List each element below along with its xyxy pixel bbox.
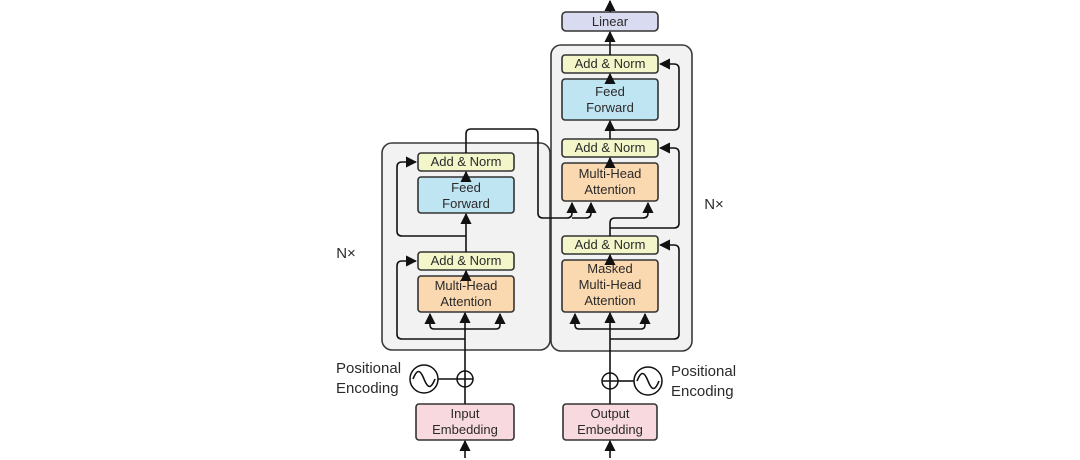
encoder-residual-2 <box>396 156 466 237</box>
input-embedding-label-2: Embedding <box>432 422 498 437</box>
connections <box>396 0 680 458</box>
linear-label: Linear <box>592 14 629 29</box>
decoder-masked-input-right <box>610 312 651 330</box>
encoder-feed-forward-label-2: Forward <box>442 196 490 211</box>
output-embedding-label-2: Embedding <box>577 422 643 437</box>
encoder-repeat-label: N× <box>336 245 356 262</box>
decoder-repeat-label: N× <box>704 196 724 213</box>
decoder-feed-forward-label-1: Feed <box>595 84 625 99</box>
encoder-attention-label-2: Attention <box>440 294 491 309</box>
output-embedding-label-1: Output <box>590 406 629 421</box>
decoder-masked-input-left <box>569 312 610 330</box>
decoder-add-norm-bottom-label: Add & Norm <box>575 237 646 252</box>
encoder-attention-input-right <box>465 312 506 330</box>
decoder-residual-1 <box>610 239 680 340</box>
encoder-positional-label-2: Encoding <box>336 380 399 397</box>
decoder-cross-attention-label-1: Multi-Head <box>579 166 642 181</box>
encoder-add-norm-bottom-label: Add & Norm <box>431 253 502 268</box>
encoder-attention-input-left <box>424 312 465 330</box>
encoder-sine-wave-curve <box>412 370 436 388</box>
encoder-positional-label-1: Positional <box>336 360 401 377</box>
decoder-positional-label-1: Positional <box>671 363 736 380</box>
decoder-positional-label-2: Encoding <box>671 383 734 400</box>
decoder-add-norm-mid-label: Add & Norm <box>575 140 646 155</box>
decoder-masked-attention-label-2: Multi-Head <box>579 277 642 292</box>
decoder-add-norm-top-label: Add & Norm <box>575 56 646 71</box>
decoder-norm-to-cross-attention <box>609 201 654 236</box>
decoder-add-icon-cross <box>602 373 618 389</box>
decoder-cross-attention-label-2: Attention <box>584 182 635 197</box>
encoder: Add & Norm Feed Forward Add & Norm Multi… <box>336 142 551 441</box>
encoder-attention-label-1: Multi-Head <box>435 278 498 293</box>
decoder-masked-attention-label-3: Attention <box>584 293 635 308</box>
decoder-masked-attention-label-1: Masked <box>587 261 633 276</box>
decoder-feed-forward-label-2: Forward <box>586 100 634 115</box>
encoder-to-decoder-branch <box>572 201 597 219</box>
encoder-add-icon-cross <box>457 371 473 387</box>
decoder-sine-wave-curve <box>636 372 660 390</box>
encoder-feed-forward-label-1: Feed <box>451 180 481 195</box>
input-embedding-label-1: Input <box>451 406 480 421</box>
encoder-add-norm-top-label: Add & Norm <box>431 154 502 169</box>
decoder: Linear Add & Norm Feed Forward Add & Nor… <box>550 11 736 441</box>
encoder-residual-1 <box>396 255 465 340</box>
encoder-to-decoder-connection <box>465 128 578 219</box>
decoder-residual-3 <box>610 58 680 131</box>
decoder-residual-2 <box>610 142 680 229</box>
